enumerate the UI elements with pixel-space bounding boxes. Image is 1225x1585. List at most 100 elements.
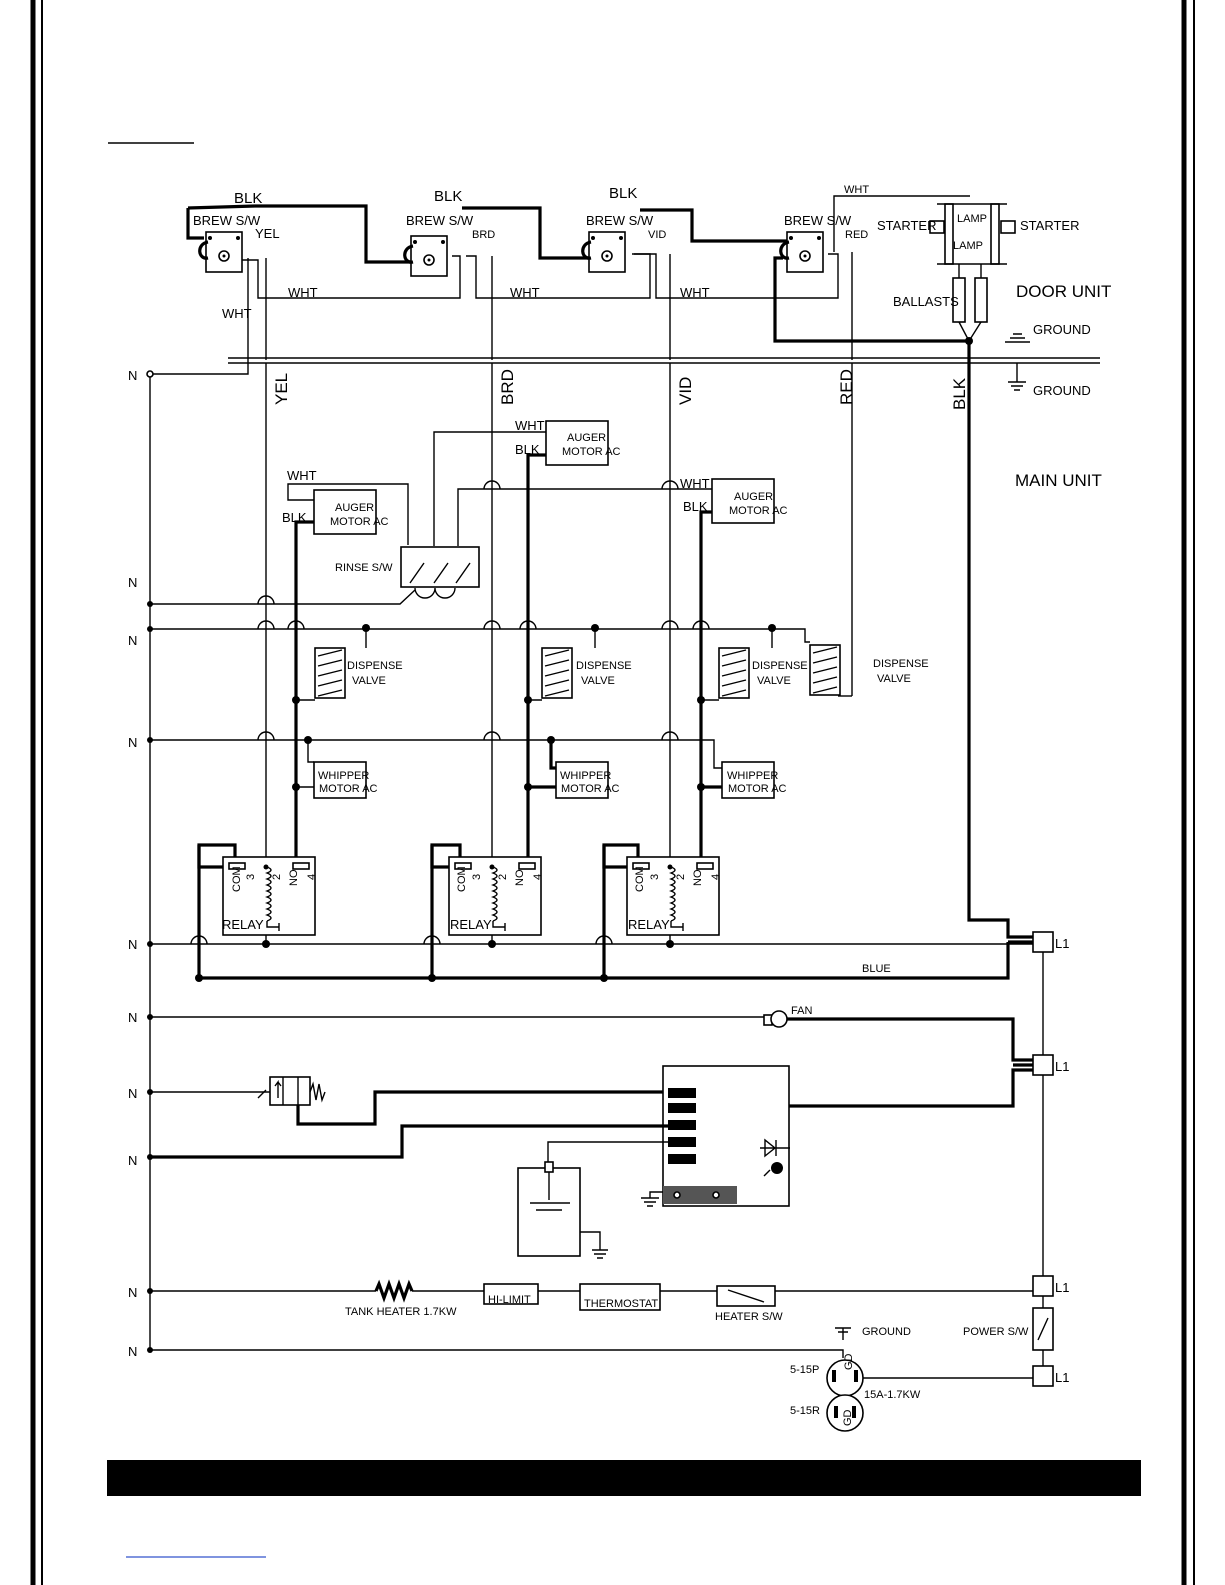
label-wht-1: WHT bbox=[288, 285, 318, 300]
label-yel-vertical: YEL bbox=[272, 373, 291, 405]
dispense-valve-2 bbox=[541, 647, 573, 699]
label-blue: BLUE bbox=[862, 963, 891, 975]
label-auger-1b: MOTOR AC bbox=[330, 516, 389, 528]
label-n-10: N bbox=[128, 1344, 137, 1359]
label-com-1: COM bbox=[231, 866, 243, 892]
label-yel-1: YEL bbox=[255, 226, 280, 241]
label-n-7: N bbox=[128, 1086, 137, 1101]
label-lamp-1: LAMP bbox=[957, 213, 987, 225]
label-brew-sw-2: BREW S/W bbox=[406, 213, 474, 228]
label-dispense-2a: DISPENSE bbox=[576, 660, 632, 672]
tank-heater bbox=[374, 1279, 414, 1303]
label-blk-auger-3: BLK bbox=[683, 499, 708, 514]
label-wht-auger-1: WHT bbox=[287, 468, 317, 483]
label-brd-1: BRD bbox=[472, 229, 495, 241]
label-whipper-2a: WHIPPER bbox=[560, 770, 611, 782]
label-ground-2: GROUND bbox=[1033, 383, 1091, 398]
labels: BLK BLK BLK WHT BREW S/W BREW S/W BREW S… bbox=[128, 184, 1111, 1426]
label-no-1: NO bbox=[288, 869, 300, 886]
label-dispense-2b: VALVE bbox=[581, 675, 615, 687]
label-blk-1: BLK bbox=[234, 190, 262, 207]
label-n-9: N bbox=[128, 1285, 137, 1300]
label-3-2: 3 bbox=[471, 874, 483, 880]
label-red-1: RED bbox=[845, 229, 868, 241]
label-l1-3: L1 bbox=[1055, 1280, 1069, 1295]
solenoid-valve bbox=[269, 1076, 311, 1106]
label-auger-1a: AUGER bbox=[335, 502, 374, 514]
footer-bar bbox=[107, 1460, 1141, 1496]
label-dispense-1a: DISPENSE bbox=[347, 660, 403, 672]
label-n-6: N bbox=[128, 1010, 137, 1025]
label-starter-1: STARTER bbox=[877, 218, 936, 233]
label-l1-4: L1 bbox=[1055, 1370, 1069, 1385]
l1-terminal-2 bbox=[1032, 1054, 1054, 1076]
label-brd-vertical: BRD bbox=[498, 369, 517, 405]
label-red-vertical: RED bbox=[837, 369, 856, 405]
label-blk-auger-1: BLK bbox=[282, 510, 307, 525]
label-dispense-3b: VALVE bbox=[757, 675, 791, 687]
brew-switch-1 bbox=[198, 230, 244, 274]
dispense-valve-3 bbox=[718, 647, 750, 699]
label-brew-sw-1: BREW S/W bbox=[193, 213, 261, 228]
label-5-15p: 5-15P bbox=[790, 1364, 819, 1376]
label-rating: 15A-1.7KW bbox=[864, 1389, 921, 1401]
label-dispense-1b: VALVE bbox=[352, 675, 386, 687]
diode-icon bbox=[760, 1138, 790, 1158]
l1-terminal-3 bbox=[1032, 1275, 1054, 1297]
label-4-3: 4 bbox=[710, 874, 722, 880]
label-no-2: NO bbox=[514, 869, 526, 886]
label-tank-heater: TANK HEATER 1.7KW bbox=[345, 1306, 457, 1318]
label-n-4: N bbox=[128, 735, 137, 750]
label-n-1: N bbox=[128, 368, 137, 383]
led-icon bbox=[771, 1162, 783, 1174]
label-dispense-4a: DISPENSE bbox=[873, 658, 929, 670]
label-l1-1: L1 bbox=[1055, 936, 1069, 951]
label-auger-3b: MOTOR AC bbox=[729, 505, 788, 517]
receptacle-5-15r bbox=[826, 1394, 864, 1432]
label-blk-auger-2: BLK bbox=[515, 442, 540, 457]
label-2-3: 2 bbox=[675, 874, 687, 880]
label-blk-3: BLK bbox=[609, 185, 637, 202]
hi-limit bbox=[483, 1283, 539, 1305]
label-dispense-4b: VALVE bbox=[877, 673, 911, 685]
label-main-unit: MAIN UNIT bbox=[1015, 471, 1102, 490]
label-wht-door: WHT bbox=[844, 184, 869, 196]
label-wht-4: WHT bbox=[222, 306, 252, 321]
label-whipper-3a: WHIPPER bbox=[727, 770, 778, 782]
label-l1-2: L1 bbox=[1055, 1059, 1069, 1074]
label-auger-2a: AUGER bbox=[567, 432, 606, 444]
label-hi-limit: HI-LIMIT bbox=[488, 1294, 531, 1306]
thermostat bbox=[579, 1283, 661, 1311]
terminal-strip bbox=[663, 1186, 737, 1204]
label-wht-2: WHT bbox=[510, 285, 540, 300]
brew-switch-4 bbox=[779, 230, 825, 274]
label-wht-3: WHT bbox=[680, 285, 710, 300]
dispense-valve-1 bbox=[314, 647, 346, 699]
label-whipper-2b: MOTOR AC bbox=[561, 783, 620, 795]
label-auger-3a: AUGER bbox=[734, 491, 773, 503]
label-thermostat: THERMOSTAT bbox=[584, 1298, 658, 1310]
label-lamp-2: LAMP bbox=[953, 240, 983, 252]
label-2-1: 2 bbox=[271, 874, 283, 880]
label-n-5: N bbox=[128, 937, 137, 952]
label-starter-2: STARTER bbox=[1020, 218, 1079, 233]
label-blk-2: BLK bbox=[434, 188, 462, 205]
label-5-15r: 5-15R bbox=[790, 1405, 820, 1417]
label-4-2: 4 bbox=[532, 874, 544, 880]
label-relay-1: RELAY bbox=[222, 917, 264, 932]
label-heater-sw: HEATER S/W bbox=[715, 1311, 783, 1323]
label-gd-2: GD bbox=[842, 1409, 854, 1426]
label-n-3: N bbox=[128, 633, 137, 648]
label-auger-2b: MOTOR AC bbox=[562, 446, 621, 458]
label-3-1: 3 bbox=[245, 874, 257, 880]
label-wht-auger-3: WHT bbox=[680, 476, 710, 491]
label-n-8: N bbox=[128, 1153, 137, 1168]
label-com-3: COM bbox=[634, 866, 646, 892]
label-com-2: COM bbox=[456, 866, 468, 892]
label-fan: FAN bbox=[791, 1005, 812, 1017]
l1-terminal-1 bbox=[1032, 931, 1054, 953]
label-n-2: N bbox=[128, 575, 137, 590]
label-whipper-3b: MOTOR AC bbox=[728, 783, 787, 795]
